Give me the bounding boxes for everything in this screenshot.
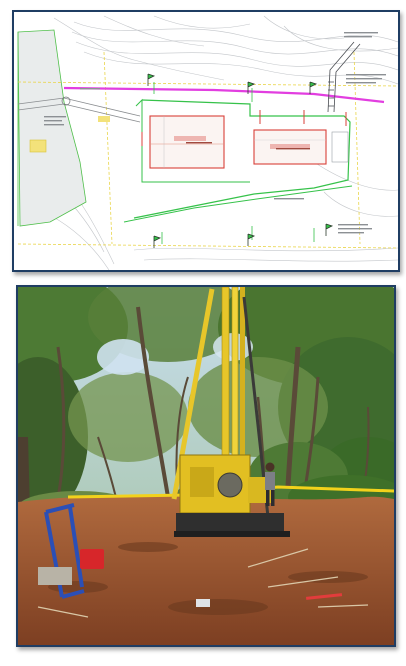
drilling-rig-scene [18,287,394,645]
site-plan-drawing [14,12,398,270]
access-road [63,86,385,104]
annotation-text [44,32,386,234]
yellow-marker-box [29,139,47,153]
ramp-structure [327,41,361,113]
soil-ground [18,495,394,645]
entry-road [17,97,141,123]
survey-flags [147,73,334,248]
drilling-rig-photo [16,285,396,647]
survey-markers-red [141,110,347,146]
red-bucket [80,549,104,569]
platform-outline [133,99,351,219]
left-terrain-zone [17,29,87,227]
yellow-marker-small [98,116,110,122]
road-junction [61,96,71,106]
red-pipe [305,593,343,600]
property-lines [17,51,398,249]
site-plan-figure [12,10,400,272]
annex-structure [331,131,349,163]
soil-texture [48,542,368,615]
sky-gap [97,339,149,375]
white-object [196,599,210,607]
debris-branches [37,548,369,618]
worker [265,462,275,506]
sack [38,567,72,585]
building-right [253,129,327,165]
survey-points [153,82,315,244]
